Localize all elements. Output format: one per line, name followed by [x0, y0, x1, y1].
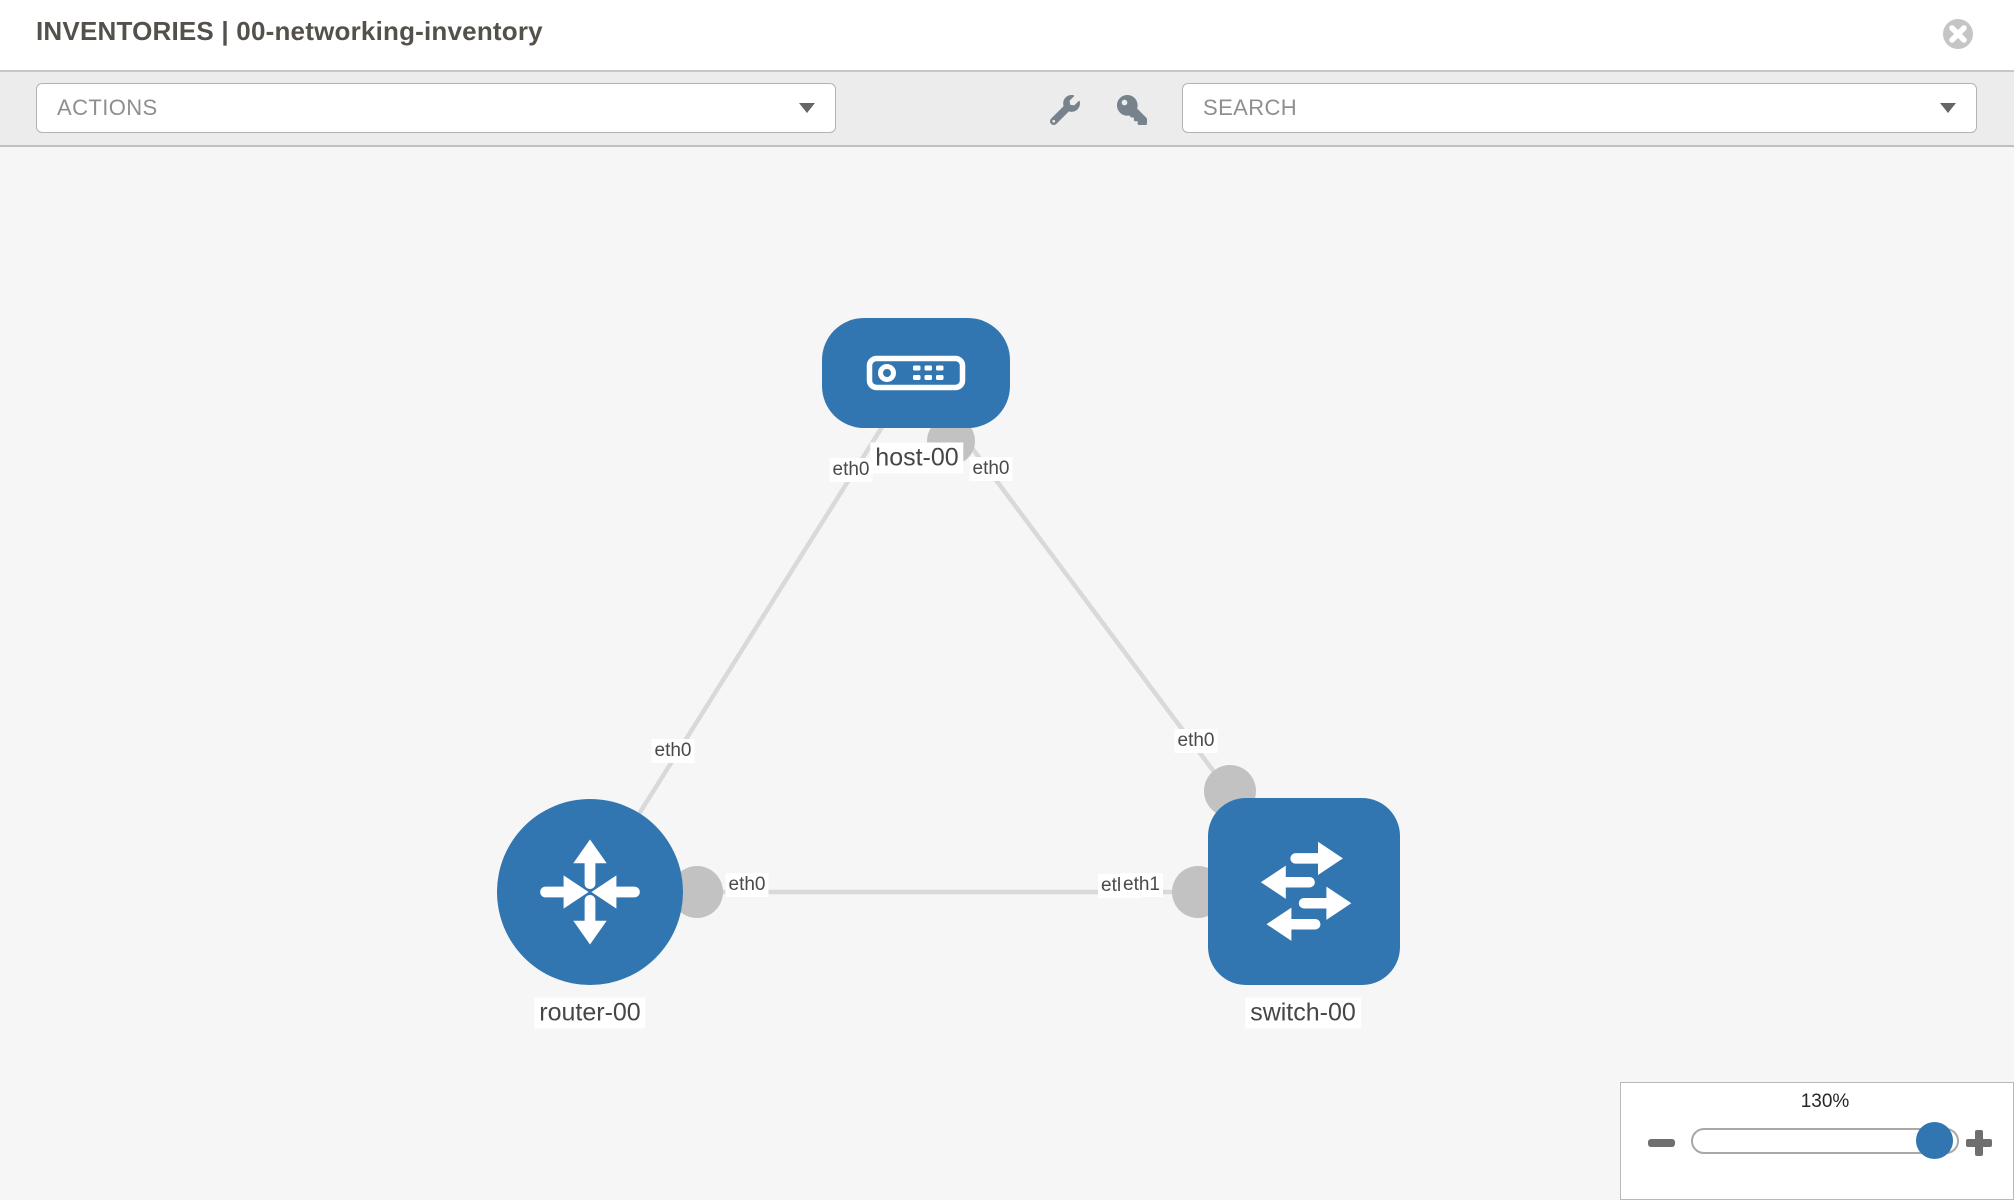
port-label-host-eth0-left: eth0 [829, 458, 873, 482]
node-switch-00[interactable] [1208, 798, 1400, 985]
close-button[interactable] [1942, 18, 1974, 50]
port-label-router-eth0-up: eth0 [651, 739, 695, 763]
wrench-icon [1050, 95, 1080, 125]
zoom-out-button[interactable] [1641, 1123, 1681, 1163]
zoom-in-button[interactable] [1959, 1123, 1999, 1163]
page-title: INVENTORIES | 00-networking-inventory [36, 16, 543, 46]
port-label-router-eth0-side: eth0 [725, 873, 769, 897]
header: INVENTORIES | 00-networking-inventory [0, 0, 2014, 72]
actions-dropdown-label: ACTIONS [57, 95, 158, 120]
node-label-router-00[interactable]: router-00 [534, 997, 646, 1029]
close-icon [1943, 19, 1973, 49]
wrench-button[interactable] [1045, 90, 1085, 130]
port-label-host-eth0-right: eth0 [969, 457, 1013, 481]
zoom-slider-thumb[interactable] [1916, 1122, 1953, 1159]
port-label-switch-eth1: eth1 [1120, 873, 1163, 897]
zoom-level: 130% [1800, 1091, 1850, 1112]
node-router-00[interactable] [497, 799, 683, 985]
zoom-slider-track[interactable] [1691, 1122, 1959, 1159]
key-icon [1117, 95, 1147, 125]
actions-dropdown[interactable]: ACTIONS [36, 83, 836, 133]
plus-icon [1966, 1130, 1992, 1156]
chevron-down-icon [1940, 103, 1956, 113]
zoom-control: 130% [1620, 1082, 2014, 1200]
search-dropdown-label: SEARCH [1203, 95, 1298, 120]
port-label-switch-eth0-up: eth0 [1174, 729, 1218, 753]
router-arrows-icon [540, 839, 640, 945]
node-host-00[interactable] [822, 318, 1010, 428]
chevron-down-icon [799, 103, 815, 113]
toolbar: ACTIONS SEARCH [0, 72, 2014, 147]
search-dropdown[interactable]: SEARCH [1182, 83, 1977, 133]
switch-arrows-icon [1260, 841, 1352, 941]
topology-canvas[interactable] [0, 147, 2014, 1200]
node-label-host-00[interactable]: host-00 [870, 442, 964, 474]
key-button[interactable] [1112, 90, 1152, 130]
interface-endpoint-router[interactable] [671, 866, 723, 918]
minus-icon [1647, 1139, 1675, 1147]
server-icon [866, 355, 966, 391]
node-label-switch-00[interactable]: switch-00 [1245, 997, 1361, 1029]
